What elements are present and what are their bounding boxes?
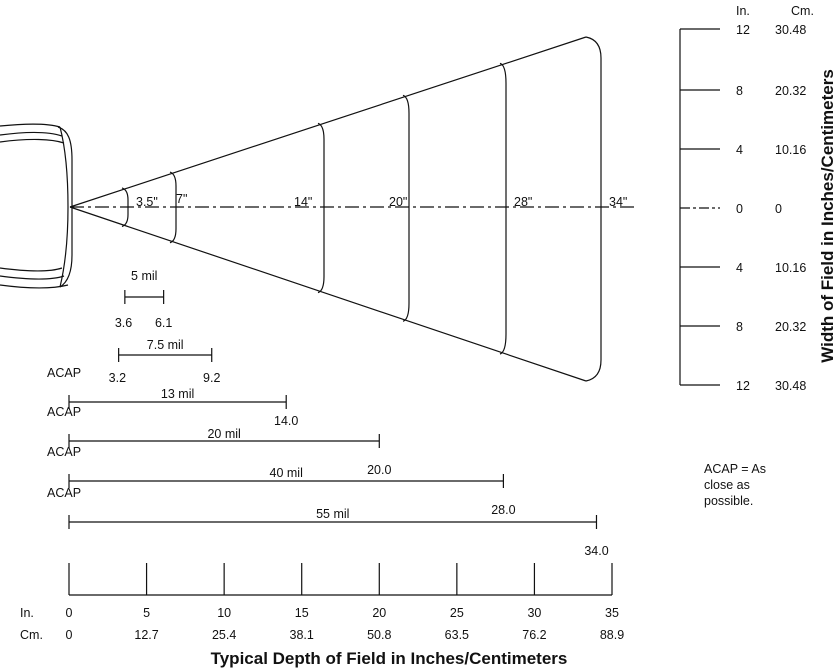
- depth-in-header: In.: [20, 606, 34, 620]
- width-tick-cm-label: 30.48: [775, 379, 806, 393]
- depth-range-far-value: 28.0: [491, 503, 515, 517]
- beam-marker-7-in: 7": [176, 192, 187, 206]
- depth-tick-cm-label: 50.8: [367, 628, 391, 642]
- width-tick-cm-label: 20.32: [775, 320, 806, 334]
- depth-range-near-value: ACAP: [47, 366, 81, 380]
- depth-axis-title: Typical Depth of Field in Inches/Centime…: [211, 649, 568, 668]
- depth-tick-in-label: 35: [605, 606, 619, 620]
- depth-tick-in-label: 15: [295, 606, 309, 620]
- beam-marker-28-in: 28": [514, 195, 532, 209]
- depth-range-label: 55 mil: [316, 507, 349, 521]
- width-tick-cm-label: 10.16: [775, 143, 806, 157]
- depth-tick-in-label: 30: [527, 606, 541, 620]
- depth-tick-cm-label: 63.5: [445, 628, 469, 642]
- depth-range-far-value: 20.0: [367, 463, 391, 477]
- acap-note: ACAP = As close as possible.: [704, 462, 766, 508]
- acap-note-line-1: ACAP = As: [704, 462, 766, 476]
- width-tick-in-label: 12: [736, 379, 750, 393]
- acap-note-line-2: close as: [704, 478, 750, 492]
- width-tick-in-label: 0: [736, 202, 743, 216]
- width-tick-cm-label: 0: [775, 202, 782, 216]
- beam-depth-arc: [402, 94, 410, 322]
- depth-tick-in-label: 10: [217, 606, 231, 620]
- depth-tick-cm-label: 25.4: [212, 628, 236, 642]
- width-tick-in-label: 12: [736, 23, 750, 37]
- depth-range-bar: 55 mil ACAP 34.0: [47, 486, 609, 558]
- width-in-header: In.: [736, 4, 750, 18]
- depth-range-far-value: 9.2: [203, 371, 220, 385]
- depth-range-label: 13 mil: [161, 387, 194, 401]
- depth-range-label: 5 mil: [131, 269, 157, 283]
- width-tick-cm-label: 10.16: [775, 261, 806, 275]
- depth-tick-in-label: 5: [143, 606, 150, 620]
- width-tick-in-label: 4: [736, 261, 743, 275]
- depth-range-bar: 5 mil 3.6 6.1: [115, 269, 173, 330]
- width-cm-header: Cm.: [791, 4, 814, 18]
- beam-depth-arc: [499, 62, 507, 355]
- depth-range-label: 7.5 mil: [147, 338, 184, 352]
- depth-tick-in-label: 25: [450, 606, 464, 620]
- depth-range-far-value: 14.0: [274, 414, 298, 428]
- width-axis: In. Cm. 12 30.48 8 20.32 4 10.16 0 0 4 10.16 8 20.3…: [679, 4, 837, 393]
- beam-marker-20-in: 20": [389, 195, 407, 209]
- depth-range-near-value: ACAP: [47, 486, 81, 500]
- depth-tick-cm-label: 0: [66, 628, 73, 642]
- width-tick-in-label: 8: [736, 320, 743, 334]
- depth-range-far-value: 6.1: [155, 316, 172, 330]
- beam-depth-arc: [169, 171, 177, 244]
- scan-beam: [69, 36, 634, 382]
- beam-marker-34-in: 34": [609, 195, 627, 209]
- depth-tick-in-label: 0: [66, 606, 73, 620]
- depth-tick-cm-label: 88.9: [600, 628, 624, 642]
- depth-cm-header: Cm.: [20, 628, 43, 642]
- depth-range-near-value: 3.2: [109, 371, 126, 385]
- depth-axis: 0 0 5 12.7 10 25.4 15 38.1 20 50.8 25 63.5 30 76.2 35 8…: [20, 563, 624, 668]
- width-tick-in-label: 8: [736, 84, 743, 98]
- depth-range-far-value: 34.0: [584, 544, 608, 558]
- depth-tick-in-label: 20: [372, 606, 386, 620]
- depth-range-near-value: 3.6: [115, 316, 132, 330]
- depth-tick-cm-label: 38.1: [290, 628, 314, 642]
- width-tick-in-label: 4: [736, 143, 743, 157]
- depth-range-label: 20 mil: [207, 427, 240, 441]
- width-tick-cm-label: 30.48: [775, 23, 806, 37]
- beam-depth-labels: 3.5" 7" 14" 20" 28" 34": [136, 192, 627, 209]
- width-tick-cm-label: 20.32: [775, 84, 806, 98]
- depth-range-bar: 7.5 mil 3.2 9.2: [109, 338, 221, 385]
- depth-tick-cm-label: 76.2: [522, 628, 546, 642]
- barcode-scanner-head-icon: [0, 123, 73, 289]
- width-axis-title: Width of Field in Inches/Centimeters: [818, 69, 837, 363]
- beam-depth-arcs: [121, 62, 507, 355]
- beam-marker-14-in: 14": [294, 195, 312, 209]
- beam-marker-3-5-in: 3.5": [136, 195, 158, 209]
- depth-range-label: 40 mil: [270, 466, 303, 480]
- depth-range-near-value: ACAP: [47, 445, 81, 459]
- beam-depth-arc: [121, 187, 129, 228]
- beam-depth-arc: [317, 122, 325, 294]
- depth-range-near-value: ACAP: [47, 405, 81, 419]
- acap-note-line-3: possible.: [704, 494, 753, 508]
- depth-tick-cm-label: 12.7: [134, 628, 158, 642]
